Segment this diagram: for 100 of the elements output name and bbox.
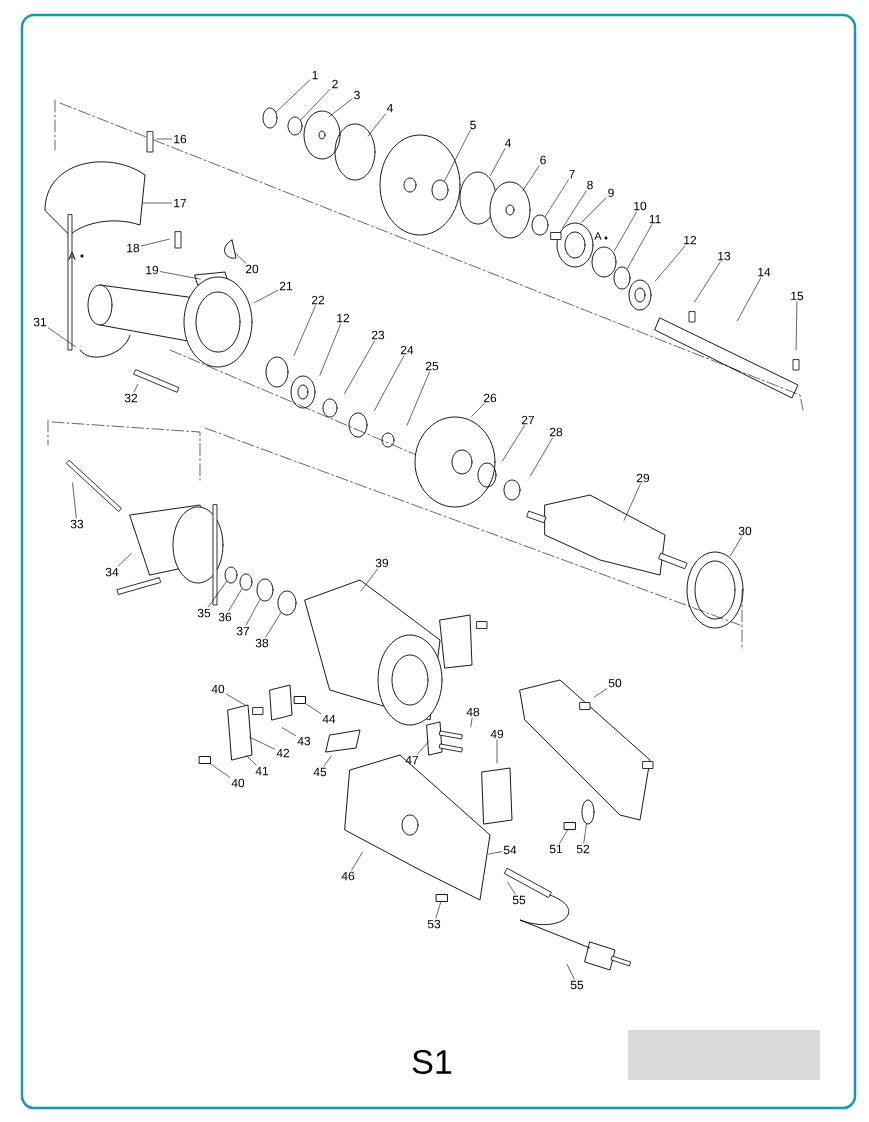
callout-number: 6: [540, 155, 546, 165]
leader-line: [435, 901, 442, 919]
leader-line: [141, 238, 170, 247]
callout-number: 51: [549, 844, 563, 854]
leader-line: [275, 79, 311, 113]
leader-line: [583, 823, 587, 844]
callout-number: 49: [490, 729, 504, 739]
leader-line: [581, 197, 607, 223]
leader-line: [544, 179, 569, 218]
leader-line: [374, 355, 405, 411]
callout-number: 40: [211, 684, 225, 694]
leader-line: [300, 89, 331, 121]
screw-part: [436, 894, 448, 902]
leader-line: [730, 536, 742, 556]
leader-line: [323, 755, 332, 767]
leader-line: [228, 588, 243, 612]
leader-line: [281, 727, 296, 737]
leader-line: [444, 130, 471, 182]
callout-number: 39: [375, 558, 389, 568]
callout-number: 9: [608, 188, 614, 198]
leader-line: [488, 851, 502, 855]
ring-part: [531, 214, 549, 236]
callout-number: 30: [738, 526, 752, 536]
leader-line: [367, 113, 386, 137]
leader-line: [328, 98, 353, 118]
leader-line: [305, 703, 321, 714]
ring-part: [224, 566, 238, 584]
leader-line: [614, 211, 637, 251]
leader-line: [207, 580, 227, 608]
leader-line: [319, 323, 341, 376]
callout-number: 41: [255, 766, 269, 776]
callout-number: 1: [312, 70, 318, 80]
ring-part: [613, 266, 631, 290]
callout-number: 33: [70, 519, 84, 529]
leader-line: [360, 568, 378, 592]
callout-number: 14: [758, 267, 771, 277]
callout-number: 29: [636, 473, 650, 483]
leader-line: [72, 482, 77, 519]
callout-number: 15: [791, 291, 804, 301]
leader-line: [210, 763, 230, 778]
callout-number: 13: [718, 251, 731, 261]
leader-line: [133, 384, 139, 393]
callout-number: 43: [297, 736, 311, 746]
callout-number: 11: [649, 214, 661, 224]
reference-letter: A: [594, 232, 602, 240]
ring-part: [277, 590, 297, 616]
leader-line: [566, 964, 575, 980]
ring-part: [581, 799, 595, 825]
ring-part: [287, 116, 303, 136]
callout-number: 42: [276, 748, 290, 758]
leader-line: [623, 483, 641, 521]
callout-number: 24: [400, 345, 414, 355]
leader-line: [737, 277, 762, 321]
ring-part: [256, 578, 274, 602]
callout-number: 44: [322, 714, 336, 724]
screw-part: [564, 822, 576, 830]
callout-number: 37: [236, 626, 250, 636]
callout-number: 22: [311, 295, 325, 305]
callout-number: 40: [231, 778, 245, 788]
callout-number: 8: [587, 180, 593, 190]
leader-line: [507, 881, 516, 895]
callout-number: 36: [218, 612, 232, 622]
leader-line: [245, 598, 261, 626]
reference-letter: A: [68, 252, 76, 260]
callout-number: 52: [576, 844, 590, 854]
callout-number: 34: [105, 567, 119, 577]
leader-line: [626, 224, 653, 270]
callout-number: 12: [337, 313, 350, 323]
ring-part: [431, 179, 449, 201]
callout-number: 5: [470, 120, 476, 130]
callout-number: 28: [549, 427, 563, 437]
leader-line: [522, 165, 540, 192]
callout-number: 25: [425, 361, 439, 371]
leader-line: [406, 371, 430, 426]
callout-number: 27: [521, 415, 535, 425]
leader-line: [593, 688, 607, 698]
callout-number: 2: [332, 79, 338, 89]
callout-number: 31: [33, 317, 47, 327]
leader-line: [654, 245, 686, 282]
callout-number: 46: [341, 871, 355, 881]
leader-line: [470, 717, 473, 728]
leader-line: [254, 290, 278, 303]
leader-line: [795, 301, 798, 351]
callout-number: 4: [386, 103, 393, 113]
leader-line: [235, 253, 247, 264]
callout-number: 26: [483, 393, 497, 403]
page-code: S1: [412, 1049, 452, 1075]
leader-line: [156, 138, 172, 140]
leader-line: [496, 739, 498, 764]
leader-line: [417, 741, 429, 755]
callout-number: 12: [684, 235, 697, 245]
leader-line: [293, 305, 316, 356]
leader-line: [265, 612, 282, 638]
callout-number: 35: [197, 608, 211, 618]
ring-part: [239, 573, 253, 591]
callout-number: 55: [570, 980, 584, 990]
callout-number: 45: [313, 767, 327, 777]
callout-number: 10: [634, 201, 647, 211]
callout-number: 54: [503, 845, 517, 855]
leader-line: [249, 736, 275, 750]
